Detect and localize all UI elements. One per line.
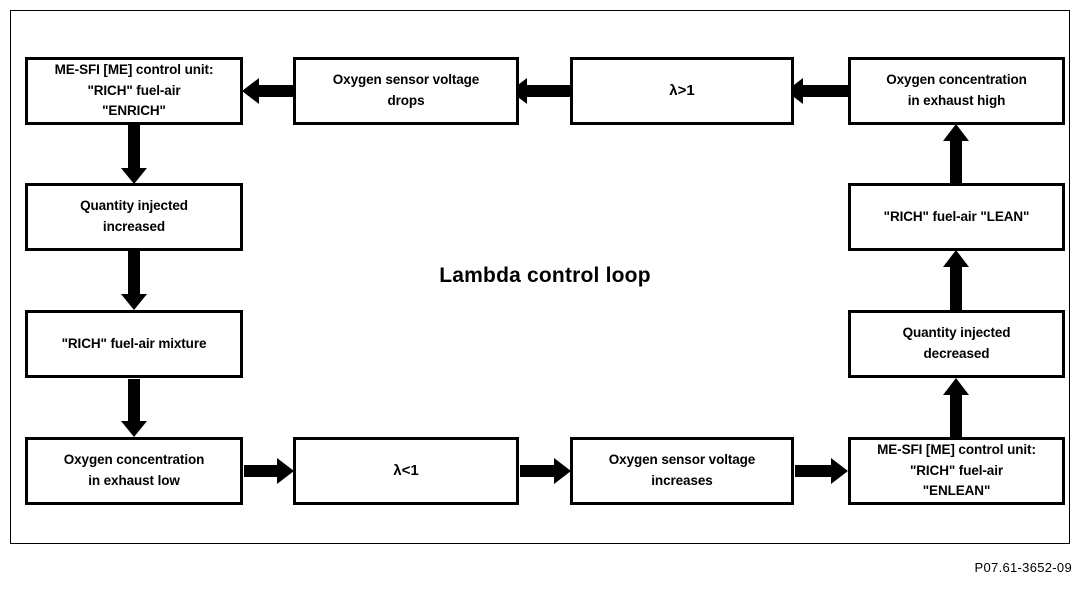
node-rich-mixture[interactable]: "RICH" fuel-air mixture <box>25 310 243 378</box>
node-label: Quantity injected decreased <box>902 325 1011 361</box>
node-label: ME-SFI [ME] control unit: "RICH" fuel-ai… <box>54 62 214 119</box>
node-label: "RICH" fuel-air "LEAN" <box>883 208 1030 224</box>
node-label: λ>1 <box>669 81 695 99</box>
node-label: Oxygen sensor voltage drops <box>332 72 480 108</box>
node-label: "RICH" fuel-air mixture <box>61 335 207 351</box>
node-volt-increases[interactable]: Oxygen sensor voltage increases <box>570 437 794 505</box>
node-volt-drops[interactable]: Oxygen sensor voltage drops <box>293 57 519 125</box>
figure-caption: P07.61-3652-09 <box>974 560 1072 575</box>
node-enlean[interactable]: ME-SFI [ME] control unit: "RICH" fuel-ai… <box>848 437 1065 505</box>
node-label: Oxygen concentration in exhaust low <box>63 452 205 488</box>
node-o2-high[interactable]: Oxygen concentration in exhaust high <box>848 57 1065 125</box>
node-label: ME-SFI [ME] control unit: "RICH" fuel-ai… <box>877 442 1036 499</box>
node-label: Oxygen sensor voltage increases <box>608 452 756 488</box>
node-label: Oxygen concentration in exhaust high <box>886 72 1027 108</box>
node-o2-low[interactable]: Oxygen concentration in exhaust low <box>25 437 243 505</box>
node-rich-lean[interactable]: "RICH" fuel-air "LEAN" <box>848 183 1065 251</box>
node-qty-increased[interactable]: Quantity injected increased <box>25 183 243 251</box>
node-lambda-lt-1[interactable]: λ<1 <box>293 437 519 505</box>
node-lambda-gt-1[interactable]: λ>1 <box>570 57 794 125</box>
node-qty-decreased[interactable]: Quantity injected decreased <box>848 310 1065 378</box>
node-label: λ<1 <box>393 461 419 479</box>
node-enrich[interactable]: ME-SFI [ME] control unit: "RICH" fuel-ai… <box>25 57 243 125</box>
diagram-title: Lambda control loop <box>439 264 651 287</box>
node-label: Quantity injected increased <box>80 198 188 234</box>
